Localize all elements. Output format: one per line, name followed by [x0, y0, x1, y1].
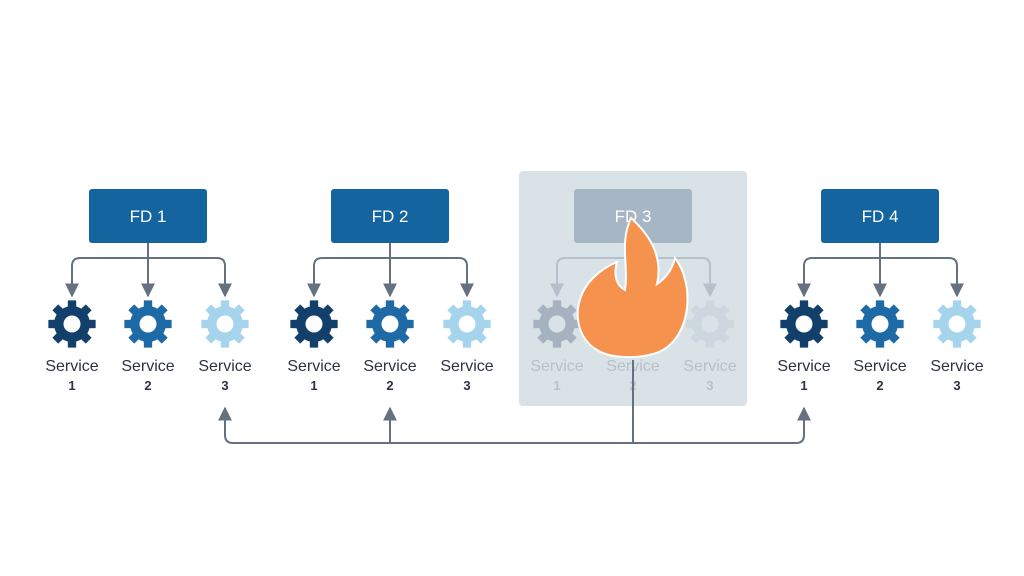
gear-hole	[701, 315, 719, 333]
service-1: Service 1	[287, 300, 341, 393]
service-number: 1	[68, 378, 75, 393]
fault-domain-1: FD 1 Service 1 Service 2 Service 3	[45, 189, 252, 393]
service-3: Service 3	[930, 300, 984, 393]
service-number: 2	[876, 378, 883, 393]
connector-bus	[797, 257, 964, 298]
gear-hole	[795, 315, 813, 333]
service-2: Service 2	[363, 300, 417, 393]
service-number: 3	[221, 378, 228, 393]
service-3: Service 3	[683, 300, 737, 393]
fault-domain-box	[821, 189, 939, 243]
service-label: Service	[777, 358, 830, 375]
fault-domain-box	[574, 189, 692, 243]
service-label: Service	[440, 358, 493, 375]
fault-domain-2: FD 2 Service 1 Service 2 Service 3	[287, 189, 494, 393]
service-label: Service	[287, 358, 340, 375]
fault-domain-label: FD 1	[130, 207, 167, 226]
service-number: 3	[953, 378, 960, 393]
fault-domain-box	[89, 189, 207, 243]
gear-hole	[63, 315, 81, 333]
fault-domain-label: FD 2	[372, 207, 409, 226]
gear-hole	[548, 315, 566, 333]
service-1: Service 1	[777, 300, 831, 393]
fault-domain-label: FD 3	[615, 207, 652, 226]
gear-hole	[948, 315, 966, 333]
service-number: 3	[706, 378, 713, 393]
service-3: Service 3	[198, 300, 252, 393]
service-1: Service 1	[45, 300, 99, 393]
fault-domain-4: FD 4 Service 1 Service 2 Service 3	[777, 189, 984, 393]
service-label: Service	[683, 358, 736, 375]
service-2: Service 2	[121, 300, 175, 393]
service-2: Service 2	[853, 300, 907, 393]
service-1: Service 1	[530, 300, 584, 393]
failover-arrow	[795, 406, 811, 444]
failover-arrow	[218, 406, 234, 444]
service-number: 3	[463, 378, 470, 393]
fire-icon	[576, 216, 689, 359]
service-number: 2	[386, 378, 393, 393]
service-number: 2	[144, 378, 151, 393]
service-label: Service	[198, 358, 251, 375]
fault-domain-label: FD 4	[862, 207, 899, 226]
service-label: Service	[121, 358, 174, 375]
gear-hole	[458, 315, 476, 333]
gear-hole	[381, 315, 399, 333]
service-3: Service 3	[440, 300, 494, 393]
service-number: 1	[553, 378, 560, 393]
connector-bus	[307, 257, 474, 298]
gear-hole	[871, 315, 889, 333]
gear-hole	[139, 315, 157, 333]
service-label: Service	[45, 358, 98, 375]
connector-bus	[65, 257, 232, 298]
service-label: Service	[363, 358, 416, 375]
service-label: Service	[530, 358, 583, 375]
gear-hole	[216, 315, 234, 333]
gear-hole	[305, 315, 323, 333]
service-number: 1	[310, 378, 317, 393]
service-label: Service	[853, 358, 906, 375]
service-number: 1	[800, 378, 807, 393]
fault-domain-box	[331, 189, 449, 243]
service-label: Service	[930, 358, 983, 375]
